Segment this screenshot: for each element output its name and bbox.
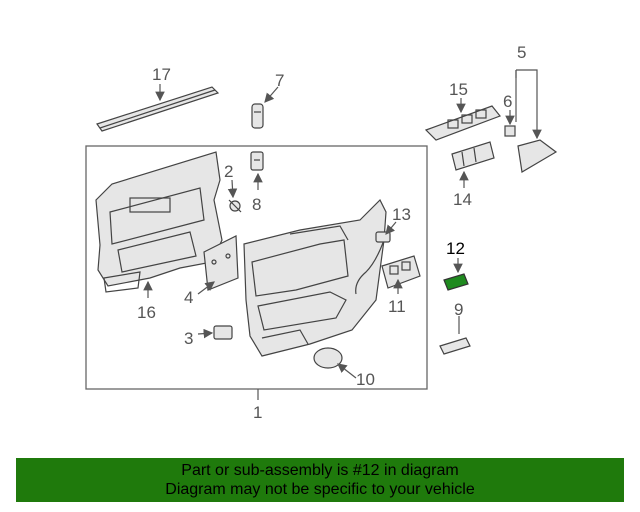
callout-12: 12 — [446, 239, 465, 258]
callout-5: 5 — [517, 43, 526, 62]
callout-4: 4 — [184, 288, 193, 307]
part-4-bracket[interactable] — [203, 235, 239, 291]
banner-line-1: Part or sub-assembly is #12 in diagram — [181, 462, 459, 479]
callout-8: 8 — [252, 195, 261, 214]
part-6-clip[interactable] — [504, 125, 516, 137]
door-trim-panel[interactable] — [243, 198, 387, 357]
part-7-clip[interactable] — [251, 103, 264, 129]
callout-6: 6 — [503, 92, 512, 111]
callout-15: 15 — [449, 80, 468, 99]
callout-13: 13 — [392, 205, 411, 224]
part-2-push-pin[interactable] — [228, 199, 242, 213]
callout-11: 11 — [388, 297, 406, 316]
callout-10: 10 — [356, 370, 375, 389]
part-12-shape[interactable] — [443, 273, 469, 291]
part-15-switch-bezel[interactable] — [424, 105, 501, 141]
part-8-clip[interactable] — [250, 151, 264, 171]
part-16-door-panel[interactable] — [95, 151, 223, 293]
part-9-trim-cap[interactable] — [439, 337, 471, 355]
callout-1: 1 — [253, 403, 262, 422]
callout-9: 9 — [454, 300, 463, 319]
banner-line-2: Diagram may not be specific to your vehi… — [165, 481, 475, 498]
callout-2: 2 — [224, 162, 233, 181]
part-14-window-switch[interactable] — [451, 141, 495, 171]
part-5-mirror-trim[interactable] — [517, 139, 558, 173]
part-17-weatherstrip[interactable] — [96, 86, 220, 132]
part-10-speaker-grille[interactable] — [313, 347, 343, 369]
callout-17: 17 — [152, 65, 171, 84]
part-3-connector[interactable] — [213, 325, 233, 340]
part-12-highlighted[interactable] — [443, 273, 469, 291]
assembly-frame — [85, 145, 428, 390]
part-11-switch-bezel[interactable] — [381, 255, 421, 289]
callout-3: 3 — [184, 329, 193, 348]
callout-14: 14 — [453, 190, 472, 209]
callout-16: 16 — [137, 303, 156, 322]
callout-7: 7 — [275, 71, 284, 90]
info-banner: Part or sub-assembly is #12 in diagram D… — [16, 458, 624, 502]
